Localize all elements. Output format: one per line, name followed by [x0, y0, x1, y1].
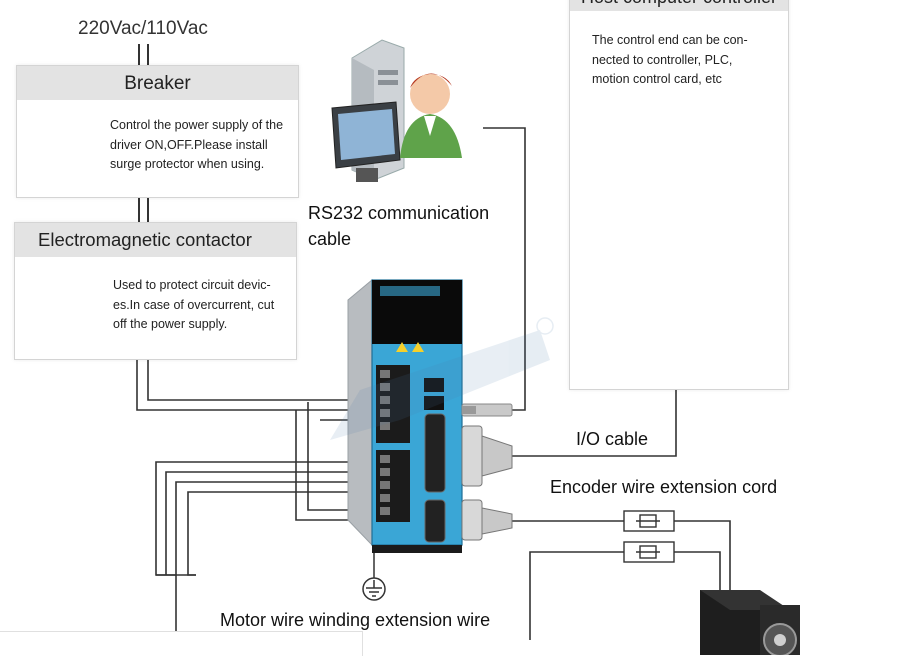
motor-extension-wire-2: [672, 551, 721, 590]
contactor-description: Used to protect circuit devic-es.In case…: [113, 278, 275, 331]
servo-driver: [347, 278, 463, 553]
host-title: Host computer controller: [570, 0, 788, 11]
power-input-wires: [138, 44, 149, 222]
rs232-plug: [461, 403, 513, 417]
servo-motor: [700, 590, 800, 655]
io-plug: [461, 425, 513, 487]
breaker-title: Breaker: [17, 66, 298, 100]
rs232-label: RS232 communication cable: [308, 203, 490, 249]
pc-user-illustration: [331, 39, 462, 182]
contactor-to-driver-wires: [136, 358, 378, 521]
host-description: The control end can be con-nected to con…: [592, 33, 748, 86]
breaker-panel: Breaker Control the power supply of the …: [16, 65, 299, 198]
power-supply-label: 220Vac/110Vac: [78, 18, 208, 39]
motor-wire-coupler: [623, 541, 675, 563]
host-panel: Host computer controller The control end…: [569, 0, 789, 390]
motor-wires: [155, 461, 378, 640]
encoder-wire-2: [672, 520, 731, 590]
contactor-panel: Electromagnetic contactor Used to protec…: [14, 222, 297, 360]
io-cable-label: I/O cable: [576, 429, 649, 449]
bottom-overlay-bar: [0, 631, 363, 656]
rs232-wire: [483, 127, 526, 411]
io-wire: [512, 390, 677, 457]
contactor-title: Electromagnetic contactor: [15, 223, 296, 257]
motor-wire-label: Motor wire winding extension wire: [220, 610, 491, 630]
encoder-label: Encoder wire extension cord: [550, 477, 778, 497]
ground-symbol: [362, 546, 386, 601]
motor-extension-wire: [529, 551, 625, 640]
breaker-description: Control the power supply of the driver O…: [110, 118, 284, 171]
watermark-mark: [330, 317, 554, 440]
encoder-plug: [461, 499, 513, 541]
encoder-coupler: [623, 510, 675, 532]
